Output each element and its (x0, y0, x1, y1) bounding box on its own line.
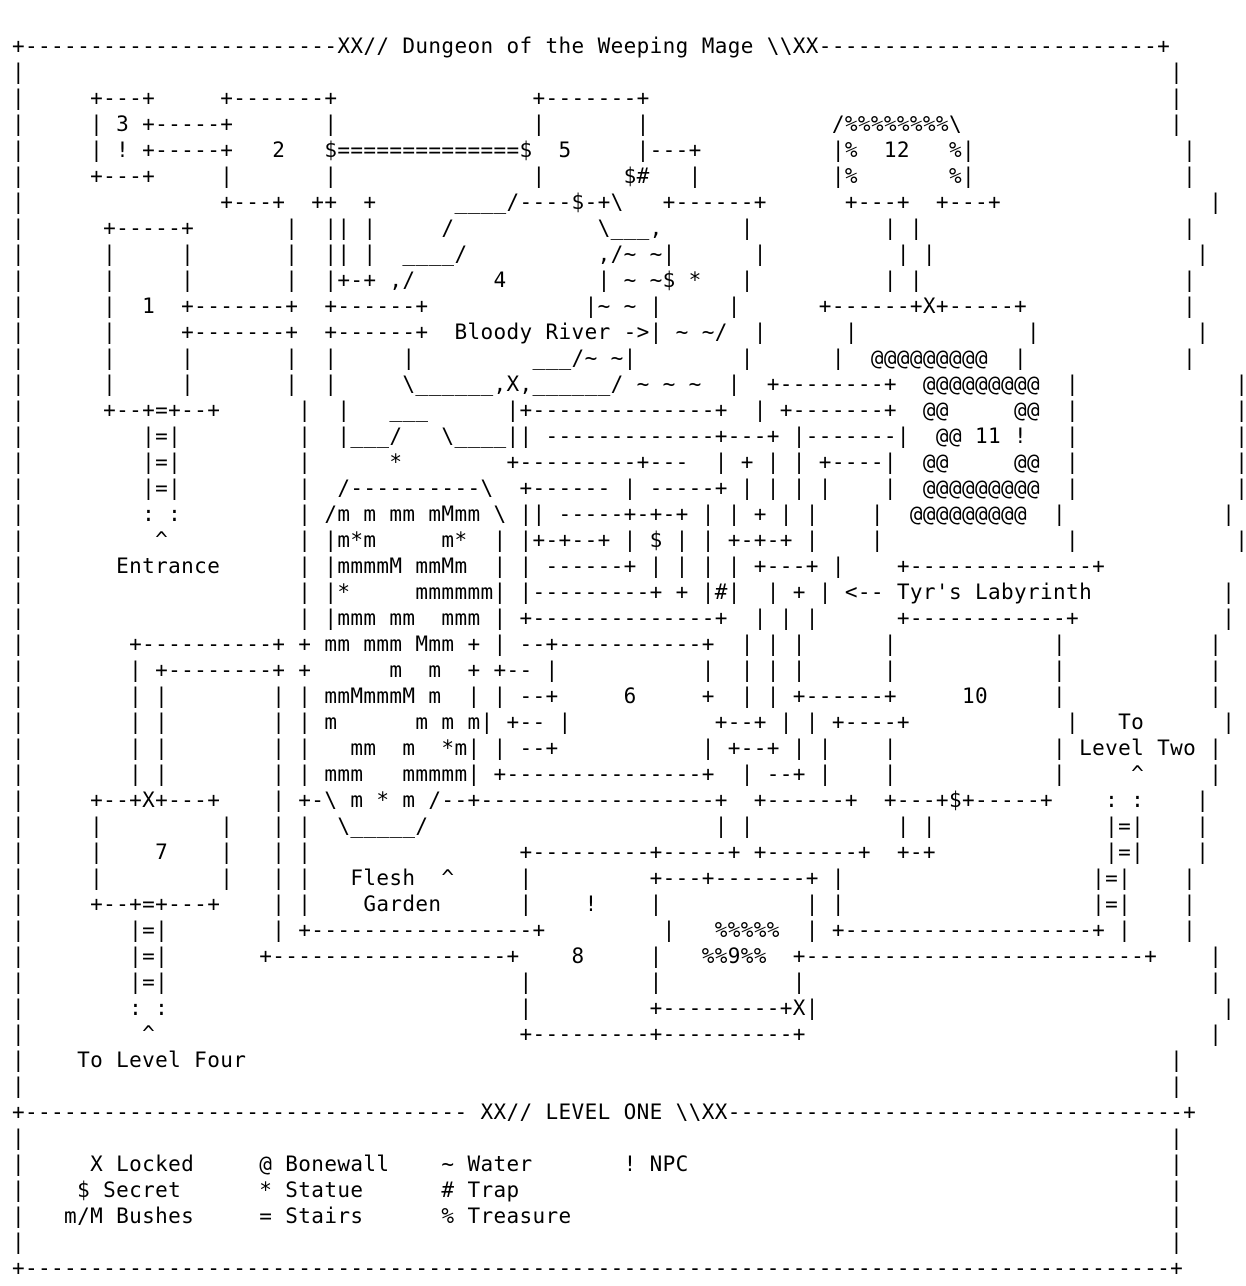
map-line: | | |mmm mm mmm | +--------------+ | | |… (12, 606, 1236, 630)
map-line: | | ! +-----+ 2 $==============$ 5 |---+… (12, 138, 1197, 162)
map-line: | +-----+ | || | / \___, | | | | (12, 216, 1197, 240)
map-line: | Entrance | |mmmmM mmMm | | ------+ | |… (12, 554, 1246, 578)
map-line: | | |* mmmmmm| |---------+ + |#| | + | <… (12, 580, 1236, 604)
ascii-dungeon-map: +------------------------XX// Dungeon of… (12, 33, 1246, 1281)
map-line: | |=| | | | | (12, 970, 1223, 994)
map-line: | +----------+ + mm mmm Mmm + | --+-----… (12, 632, 1223, 656)
map-line: | | | | | m m m m| +-- | +--+ | | +----+… (12, 710, 1236, 734)
map-line: | $ Secret * Statue # Trap | (12, 1178, 1184, 1202)
dungeon-map-canvas: +------------------------XX// Dungeon of… (12, 33, 1246, 1281)
map-line: | m/M Bushes = Stairs % Treasure | (12, 1204, 1184, 1228)
map-line: +------------------------XX// Dungeon of… (12, 34, 1171, 58)
map-line: | |=| | +-----------------+ | %%%%% | +-… (12, 918, 1197, 942)
map-line: | | | | |+-+ ,/ 4 | ~ ~$ * | | | | (12, 268, 1197, 292)
map-line: | : : | /m m mm mMmm \ || -----+-+-+ | |… (12, 502, 1236, 526)
map-line: | X Locked @ Bonewall ~ Water ! NPC | (12, 1152, 1184, 1176)
map-line: | | 3 +-----+ | | | /%%%%%%%%\ | (12, 112, 1184, 136)
map-line: | | | | | \_____/ | | | | |=| | (12, 814, 1210, 838)
map-line: | | (12, 1230, 1184, 1254)
map-line: | |=| | /----------\ +------ | -----+ | … (12, 476, 1246, 500)
map-line: +---------------------------------- XX//… (12, 1100, 1197, 1124)
map-line: | | | | | mmMmmmM m | | --+ 6 + | | +---… (12, 684, 1223, 708)
map-line: | +---+ +-------+ +-------+ | (12, 86, 1184, 110)
map-line: | | +-------+ +------+ Bloody River ->| … (12, 320, 1210, 344)
map-line: | : : | +---------+X| | (12, 996, 1236, 1020)
map-line: | +---+ ++ + ____/----$-+\ +------+ +---… (12, 190, 1223, 214)
map-line: | | | | | mmm mmmmm| +---------------+ |… (12, 762, 1223, 786)
map-line: +---------------------------------------… (12, 1256, 1184, 1280)
map-line: | To Level Four | (12, 1048, 1184, 1072)
map-line: | +--+=+---+ | | Garden | ! | | | |=| | (12, 892, 1197, 916)
map-line: | |=| +------------------+ 8 | %%9%% +--… (12, 944, 1223, 968)
map-line: | | (12, 1126, 1184, 1150)
map-line: | | (12, 60, 1184, 84)
map-line: | | | | | Flesh ^ | +---+-------+ | |=| … (12, 866, 1197, 890)
map-line: | | 1 +-------+ +------+ |~ ~ | | +-----… (12, 294, 1197, 318)
map-line: | | | | | | ___/~ ~| | | @@@@@@@@@ | | (12, 346, 1197, 370)
map-line: | ^ | |m*m m* | |+-+--+ | $ | | +-+-+ | … (12, 528, 1246, 552)
map-line: | | | | | mm m *m| | --+ | +--+ | | | | … (12, 736, 1223, 760)
map-line: | ^ +---------+----------+ | (12, 1022, 1223, 1046)
map-line: | | +--------+ + m m + +-- | | | | | | |… (12, 658, 1223, 682)
map-line: | | | | | \______,X,______/ ~ ~ ~ | +---… (12, 372, 1246, 396)
map-line: | +--+=+--+ | | ___ |+--------------+ | … (12, 398, 1246, 422)
map-line: | | (12, 1074, 1184, 1098)
map-line: | |=| | |___/ \____|| -------------+---+… (12, 424, 1246, 448)
map-line: | | 7 | | | +---------+-----+ +-------+ … (12, 840, 1210, 864)
map-line: | +--+X+---+ | +-\ m * m /--+-----------… (12, 788, 1210, 812)
map-line: | | | | || | ____/ ,/~ ~| | | | | (12, 242, 1210, 266)
map-line: | |=| | * +---------+--- | + | | +----| … (12, 450, 1246, 474)
map-line: | +---+ | | | $# | |% %| | (12, 164, 1197, 188)
